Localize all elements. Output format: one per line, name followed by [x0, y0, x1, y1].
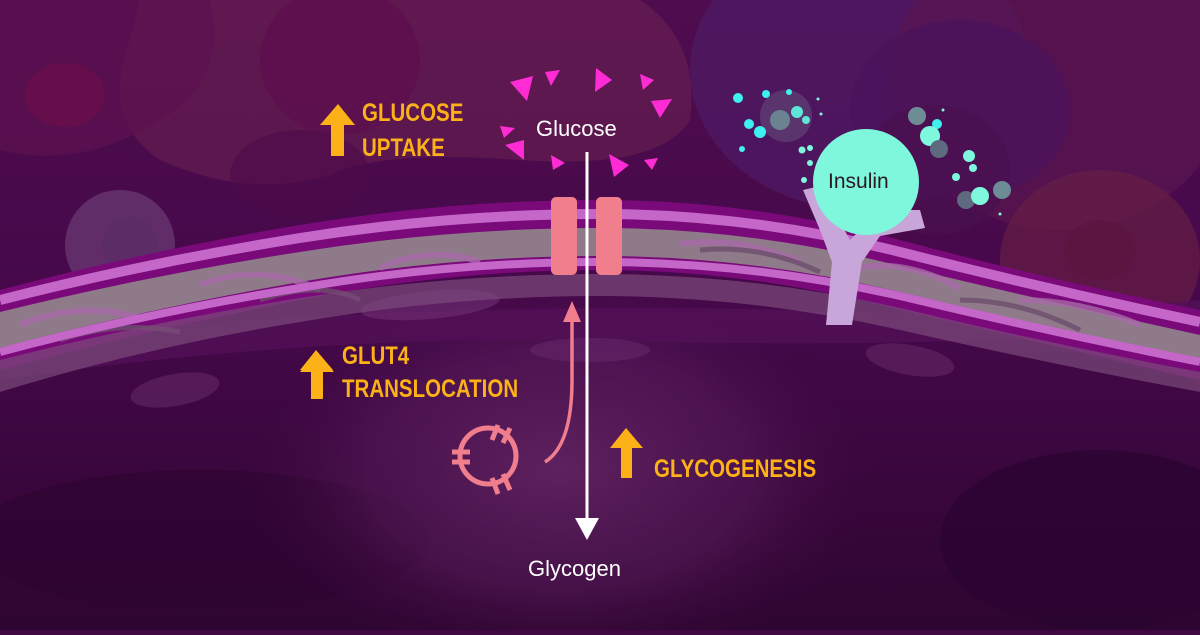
effect-glycogenesis-label: GLYCOGENESIS	[654, 455, 817, 483]
insulin-particles-icon	[733, 89, 1011, 216]
increase-arrow-icons	[300, 104, 643, 478]
glut4-channel-right	[596, 197, 622, 275]
glut4-vesicle-icon	[452, 424, 519, 495]
glut4-channel-left	[551, 197, 577, 275]
insulin-molecule-icon	[813, 129, 919, 235]
glucose-label: Glucose	[536, 116, 617, 141]
effect-glucose-uptake-line2: UPTAKE	[362, 134, 445, 162]
glycogen-label: Glycogen	[528, 556, 621, 581]
effect-glut4-line2: TRANSLOCATION	[342, 375, 519, 403]
effect-glucose-uptake-line1: GLUCOSE	[362, 99, 464, 127]
effect-glut4-line1: GLUT4	[342, 342, 410, 370]
glucose-molecules-icon	[500, 68, 672, 177]
insulin-label: Insulin	[828, 170, 889, 193]
